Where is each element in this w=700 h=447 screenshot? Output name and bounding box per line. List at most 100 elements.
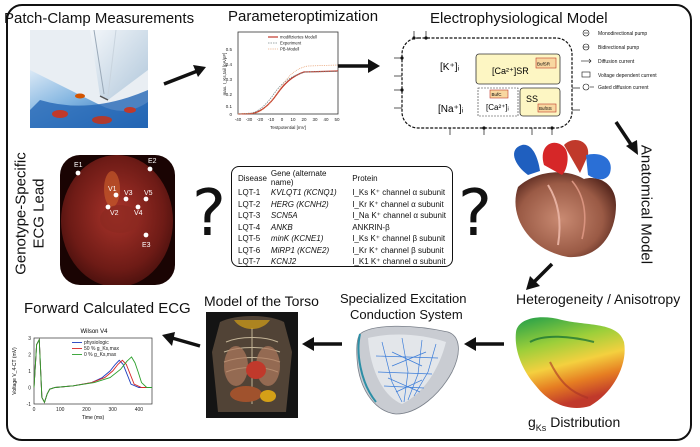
param-ytick: 0.4 <box>226 62 233 67</box>
model-ca-i-label: [Ca²⁺]ᵢ <box>486 103 509 112</box>
ecg-xtick: 400 <box>135 407 144 413</box>
param-ytick: 0.5 <box>226 47 233 52</box>
param-curve-pb <box>237 64 339 115</box>
model-ca-sr-label: [Ca²⁺]SR <box>492 66 529 76</box>
lead-dot <box>147 166 153 172</box>
label-forward-calculated-ecg: Forward Calculated ECG <box>24 300 191 317</box>
lead-v2: V2 <box>110 210 119 217</box>
lead-v1: V1 <box>108 186 117 193</box>
lead-v4: V4 <box>134 210 143 217</box>
lead-dot <box>143 196 149 202</box>
model-legend-voltage: Voltage dependent current <box>598 73 657 79</box>
lead-dot <box>105 204 111 210</box>
param-xtick: 50 <box>334 117 340 122</box>
arrow-patch-to-param <box>163 65 206 86</box>
param-ytick: 0.1 <box>226 104 233 109</box>
ecg-legend-label: 50 % g_Ks,max <box>84 346 120 352</box>
label-conduction-system: Conduction System <box>350 307 463 322</box>
param-xtick: 0 <box>281 117 284 122</box>
param-xtick: 40 <box>323 117 329 122</box>
param-xtick: -10 <box>268 117 275 122</box>
conduction-system-image <box>352 322 464 418</box>
ecg-xtick: 300 <box>108 407 117 413</box>
param-ytick: 0 <box>229 112 232 117</box>
param-xlabel: Testpotential [mV] <box>270 125 306 130</box>
ecg-ytick: 0 <box>28 385 31 391</box>
torso-model-image <box>206 312 298 418</box>
param-xtick: 20 <box>301 117 307 122</box>
model-bufss-label: BufSS <box>539 106 552 111</box>
param-xtick: 30 <box>312 117 318 122</box>
ecg-xtick: 200 <box>82 407 91 413</box>
param-xtick: -40 <box>235 117 242 122</box>
ecg-xlabel: Time (ms) <box>82 415 105 421</box>
lqt-gene-table: Disease Gene (alternate name) Protein LQ… <box>231 166 453 267</box>
torso-electrodes-image: E1 E2 V1 V2 V3 V4 V5 E3 <box>60 155 175 285</box>
patch-clamp-image <box>30 30 148 128</box>
label-parameter-optimization: Parameteroptimization <box>228 8 379 25</box>
arrow-conduction-to-torso <box>302 337 342 351</box>
lead-e1: E1 <box>74 162 83 169</box>
ecg-series-line <box>33 337 152 404</box>
param-ytick: 0.2 <box>226 92 233 97</box>
lead-dot <box>75 170 81 176</box>
param-legend-pb: PB-Modell <box>280 47 299 52</box>
param-xtick: 10 <box>290 117 296 122</box>
ecg-xtick: 100 <box>56 407 65 413</box>
table-header: Disease <box>238 173 267 183</box>
ecg-ytick: -1 <box>27 402 32 408</box>
param-curve-experiment <box>237 71 339 115</box>
model-ss-label: SS <box>526 94 538 104</box>
gks-distribution-image <box>510 312 630 412</box>
table-header: Gene (alternate name) <box>270 169 327 187</box>
model-legend-mono-pump: Monodirectional pump <box>598 31 647 37</box>
figure-frame <box>6 4 692 441</box>
ecg-legend-label: physiologic <box>84 340 109 346</box>
arrow-heterogeneity-to-conduction <box>464 337 504 351</box>
arrow-anatomy-to-heterogeneity <box>526 262 554 290</box>
label-specialized-excitation: Specialized Excitation <box>340 291 467 306</box>
lead-dot <box>113 192 119 198</box>
arrow-model-to-anatomy <box>614 121 638 155</box>
table-header: Protein <box>352 173 378 183</box>
label-gks-distribution: gKs Distribution <box>528 414 621 433</box>
lead-dot <box>123 196 129 202</box>
param-xtick: -30 <box>246 117 253 122</box>
lead-v3: V3 <box>124 190 133 197</box>
model-legend-bi-pump: Bidirectional pump <box>598 45 639 51</box>
model-legend-gated: Gated diffusion current <box>598 85 649 91</box>
model-na-label: [Na⁺]ᵢ <box>438 104 464 115</box>
lead-e2: E2 <box>148 158 157 165</box>
param-legend-model: modifiziertes Modell <box>280 35 317 40</box>
question-mark-right: ? <box>458 177 492 251</box>
parameter-optimization-plot: 0.5 0.4 0.3 0.2 0.1 0 -40 -30 -20 -10 0 … <box>222 28 342 138</box>
ecg-ytick: 1 <box>28 369 31 375</box>
ecg-ylabel: Voltage V_4-CT (mV) <box>12 347 18 395</box>
arrow-param-to-model <box>338 59 380 73</box>
lead-dot <box>135 204 141 210</box>
param-ylabel: max. I_Ks,tail [pA/pF] <box>222 53 227 96</box>
ecg-ytick: 3 <box>28 336 31 342</box>
label-ecg-lead: ECG Lead <box>30 178 48 249</box>
ecg-ytick: 2 <box>28 352 31 358</box>
ecg-xtick: 0 <box>33 407 36 413</box>
label-patch-clamp: Patch-Clamp Measurements <box>4 10 195 27</box>
table-header-row: Disease Gene (alternate name) Protein <box>236 169 448 187</box>
label-anatomical-model: Anatomical Model <box>637 144 655 265</box>
ecg-legend-label: 0 % g_Ks,max <box>84 352 117 358</box>
lead-e3: E3 <box>142 242 151 249</box>
model-bufsr-label: BufSR <box>537 62 551 67</box>
model-legend-diffusion: Diffusion current <box>598 59 635 65</box>
label-heterogeneity: Heterogeneity / Anisotropy <box>516 291 681 307</box>
lead-dot <box>143 232 149 238</box>
param-xtick: -20 <box>257 117 264 122</box>
anatomical-heart-image <box>498 135 628 260</box>
